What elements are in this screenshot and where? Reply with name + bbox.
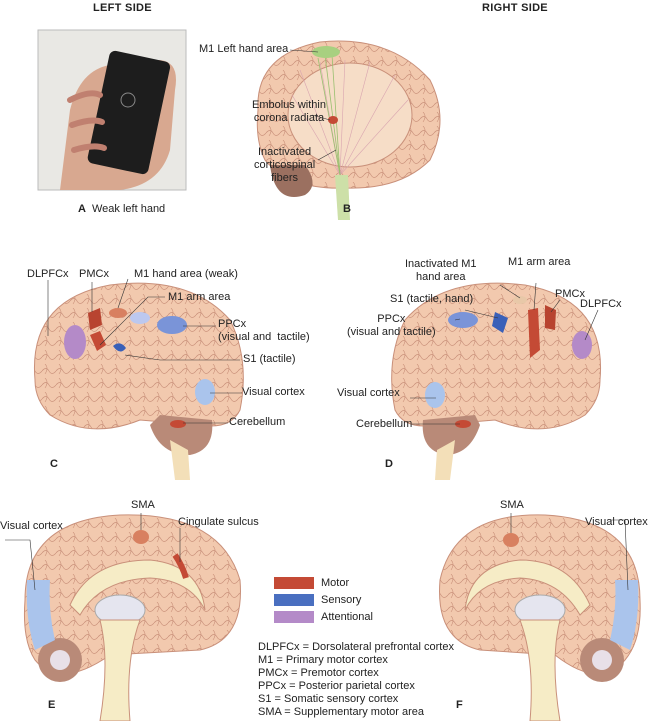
panel-d-letter: D <box>385 458 393 470</box>
label-sma-e: SMA <box>131 499 155 511</box>
label-m1-left-hand-area: M1 Left hand area <box>199 43 289 55</box>
panel-a-caption: Weak left hand <box>92 203 166 215</box>
label-cerebellum: Cerebellum <box>229 416 286 428</box>
label-pmcx: PMCx <box>79 268 109 280</box>
hand-photo <box>37 29 187 191</box>
label-ppcx: PPCx (visual and tactile) <box>218 318 310 343</box>
brain-d <box>391 282 602 480</box>
legend-label-motor: Motor <box>321 577 350 589</box>
panel-a-letter: A <box>78 203 86 215</box>
legend-swatch-motor <box>274 577 314 589</box>
label-s1-tactile: S1 (tactile) <box>243 353 296 365</box>
abbrev-pmcx: PMCx = Premotor cortex <box>258 667 379 679</box>
label-inactivated-fibers: Inactivated corticospinal fibers <box>254 146 316 184</box>
label-cingulate-sulcus: Cingulate sulcus <box>178 516 259 528</box>
abbrev-sma: SMA = Supplementary motor area <box>258 706 424 718</box>
panel-e-letter: E <box>48 699 56 711</box>
panel-b-letter: B <box>343 203 351 215</box>
legend-label-attentional: Attentional <box>321 611 373 623</box>
abbrev-m1: M1 = Primary motor cortex <box>258 654 388 666</box>
panel-c-letter: C <box>50 458 58 470</box>
abbrev-s1: S1 = Somatic sensory cortex <box>258 693 399 705</box>
legend-swatch-sensory <box>274 594 314 606</box>
brain-b <box>256 40 441 220</box>
left-side-header: LEFT SIDE <box>93 2 152 14</box>
label-m1-arm: M1 arm area <box>168 291 231 303</box>
brain-c <box>33 278 244 480</box>
label-inactivated-m1: Inactivated M1 hand area <box>405 258 477 283</box>
label-sma-f: SMA <box>500 499 524 511</box>
label-dlpfcx: DLPFCx <box>27 268 69 280</box>
label-m1-arm-d: M1 arm area <box>508 256 571 268</box>
brain-f <box>439 513 641 721</box>
label-embolus: Embolus within corona radiata <box>252 99 326 124</box>
label-visual-cortex-d: Visual cortex <box>337 387 400 399</box>
legend-label-sensory: Sensory <box>321 594 362 606</box>
label-s1-tactile-hand: S1 (tactile, hand) <box>390 293 474 305</box>
right-side-header: RIGHT SIDE <box>482 2 548 14</box>
label-dlpfcx-d: DLPFCx <box>580 298 622 310</box>
label-m1-hand-weak: M1 hand area (weak) <box>134 268 238 280</box>
label-visual-cortex-f: Visual cortex <box>585 516 648 528</box>
legend-swatch-attentional <box>274 611 314 623</box>
panel-f-letter: F <box>456 699 463 711</box>
label-visual-cortex: Visual cortex <box>242 386 305 398</box>
label-ppcx-d: PPCx (visual and tactile) <box>347 313 436 338</box>
abbrev-ppcx: PPCx = Posterior parietal cortex <box>258 680 415 692</box>
abbrev-dlpfcx: DLPFCx = Dorsolateral prefrontal cortex <box>258 641 454 653</box>
label-visual-cortex-e: Visual cortex <box>0 520 63 532</box>
label-pmcx-d: PMCx <box>555 288 585 300</box>
brain-e <box>5 513 241 721</box>
label-cerebellum-d: Cerebellum <box>356 418 413 430</box>
